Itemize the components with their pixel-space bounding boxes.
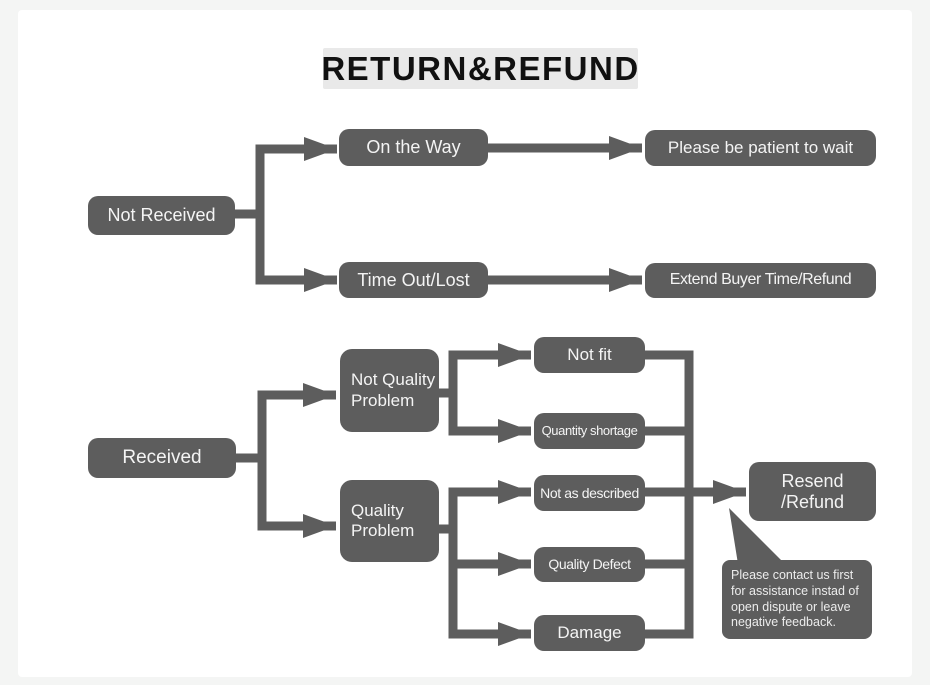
node-damage: Damage <box>534 615 645 651</box>
node-not-quality-problem: Not Quality Problem <box>340 349 439 432</box>
node-not-received: Not Received <box>88 196 235 235</box>
node-extend-buyer: Extend Buyer Time/Refund <box>645 263 876 298</box>
note-bubble: Please contact us first for assistance i… <box>722 560 872 639</box>
page-title: RETURN&REFUND <box>321 48 638 89</box>
diagram-card: RETURN&REFUND <box>18 10 912 677</box>
node-not-as-described: Not as described <box>534 475 645 511</box>
node-resend-refund: Resend /Refund <box>749 462 876 521</box>
node-quality-problem: Quality Problem <box>340 480 439 562</box>
node-please-wait: Please be patient to wait <box>645 130 876 166</box>
node-quantity-shortage: Quantity shortage <box>534 413 645 449</box>
note-bubble-tail <box>729 508 785 564</box>
node-quality-defect: Quality Defect <box>534 547 645 582</box>
node-not-fit: Not fit <box>534 337 645 373</box>
node-on-the-way: On the Way <box>339 129 488 166</box>
node-time-out-lost: Time Out/Lost <box>339 262 488 298</box>
flow-connectors <box>231 136 785 646</box>
node-received: Received <box>88 438 236 478</box>
